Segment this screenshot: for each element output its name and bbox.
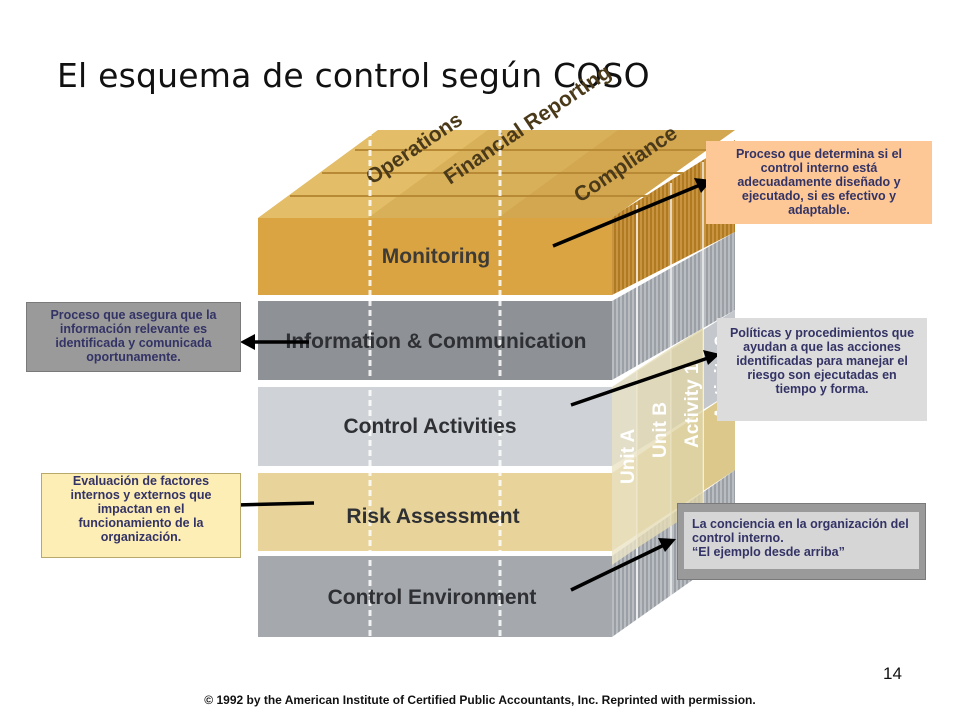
arrow-risk bbox=[235, 501, 315, 507]
copyright-footer: © 1992 by the American Institute of Cert… bbox=[204, 693, 756, 707]
page-number: 14 bbox=[883, 664, 902, 683]
callout-control-activities: Políticas y procedimientos que ayudan a … bbox=[717, 318, 927, 421]
callout-information: Proceso que asegura que la información r… bbox=[26, 302, 241, 372]
layer-information-communication bbox=[258, 301, 612, 380]
callout-environment: La conciencia en la organización del con… bbox=[677, 503, 926, 580]
layer-label-risk-assessment: Risk Assessment bbox=[346, 505, 519, 528]
callout-monitoring: Proceso que determina si el control inte… bbox=[706, 141, 932, 224]
side-label-unit-b: Unit B bbox=[650, 402, 671, 458]
page-title: El esquema de control según COSO bbox=[57, 56, 650, 95]
arrow-monitoring bbox=[552, 183, 701, 248]
cube-front-layers: Monitoring Information & Communication C… bbox=[258, 130, 612, 637]
layer-monitoring bbox=[258, 218, 612, 295]
arrow-environment bbox=[570, 543, 665, 592]
cube-top: Operations Financial Reporting Complianc… bbox=[258, 60, 735, 218]
layer-label-control-environment: Control Environment bbox=[328, 586, 537, 609]
callout-environment-line1: La conciencia en la organización del con… bbox=[692, 517, 909, 545]
cube-right-side bbox=[612, 140, 735, 637]
side-label-unit-a: Unit A bbox=[618, 428, 639, 484]
arrow-control-activities bbox=[570, 356, 709, 407]
layer-control-environment bbox=[258, 556, 612, 637]
layer-label-information-communication: Information & Communication bbox=[286, 330, 587, 353]
layer-label-control-activities: Control Activities bbox=[343, 415, 516, 438]
layer-risk-assessment bbox=[258, 473, 612, 551]
side-label-activity-1: Activity 1 bbox=[682, 363, 703, 448]
layer-label-monitoring: Monitoring bbox=[382, 245, 490, 268]
callout-risk: Evaluación de factores internos y extern… bbox=[41, 473, 241, 558]
callout-environment-inner: La conciencia en la organización del con… bbox=[684, 512, 919, 569]
callout-environment-line2: “El ejemplo desde arriba” bbox=[692, 545, 845, 559]
layer-control-activities bbox=[258, 387, 612, 466]
